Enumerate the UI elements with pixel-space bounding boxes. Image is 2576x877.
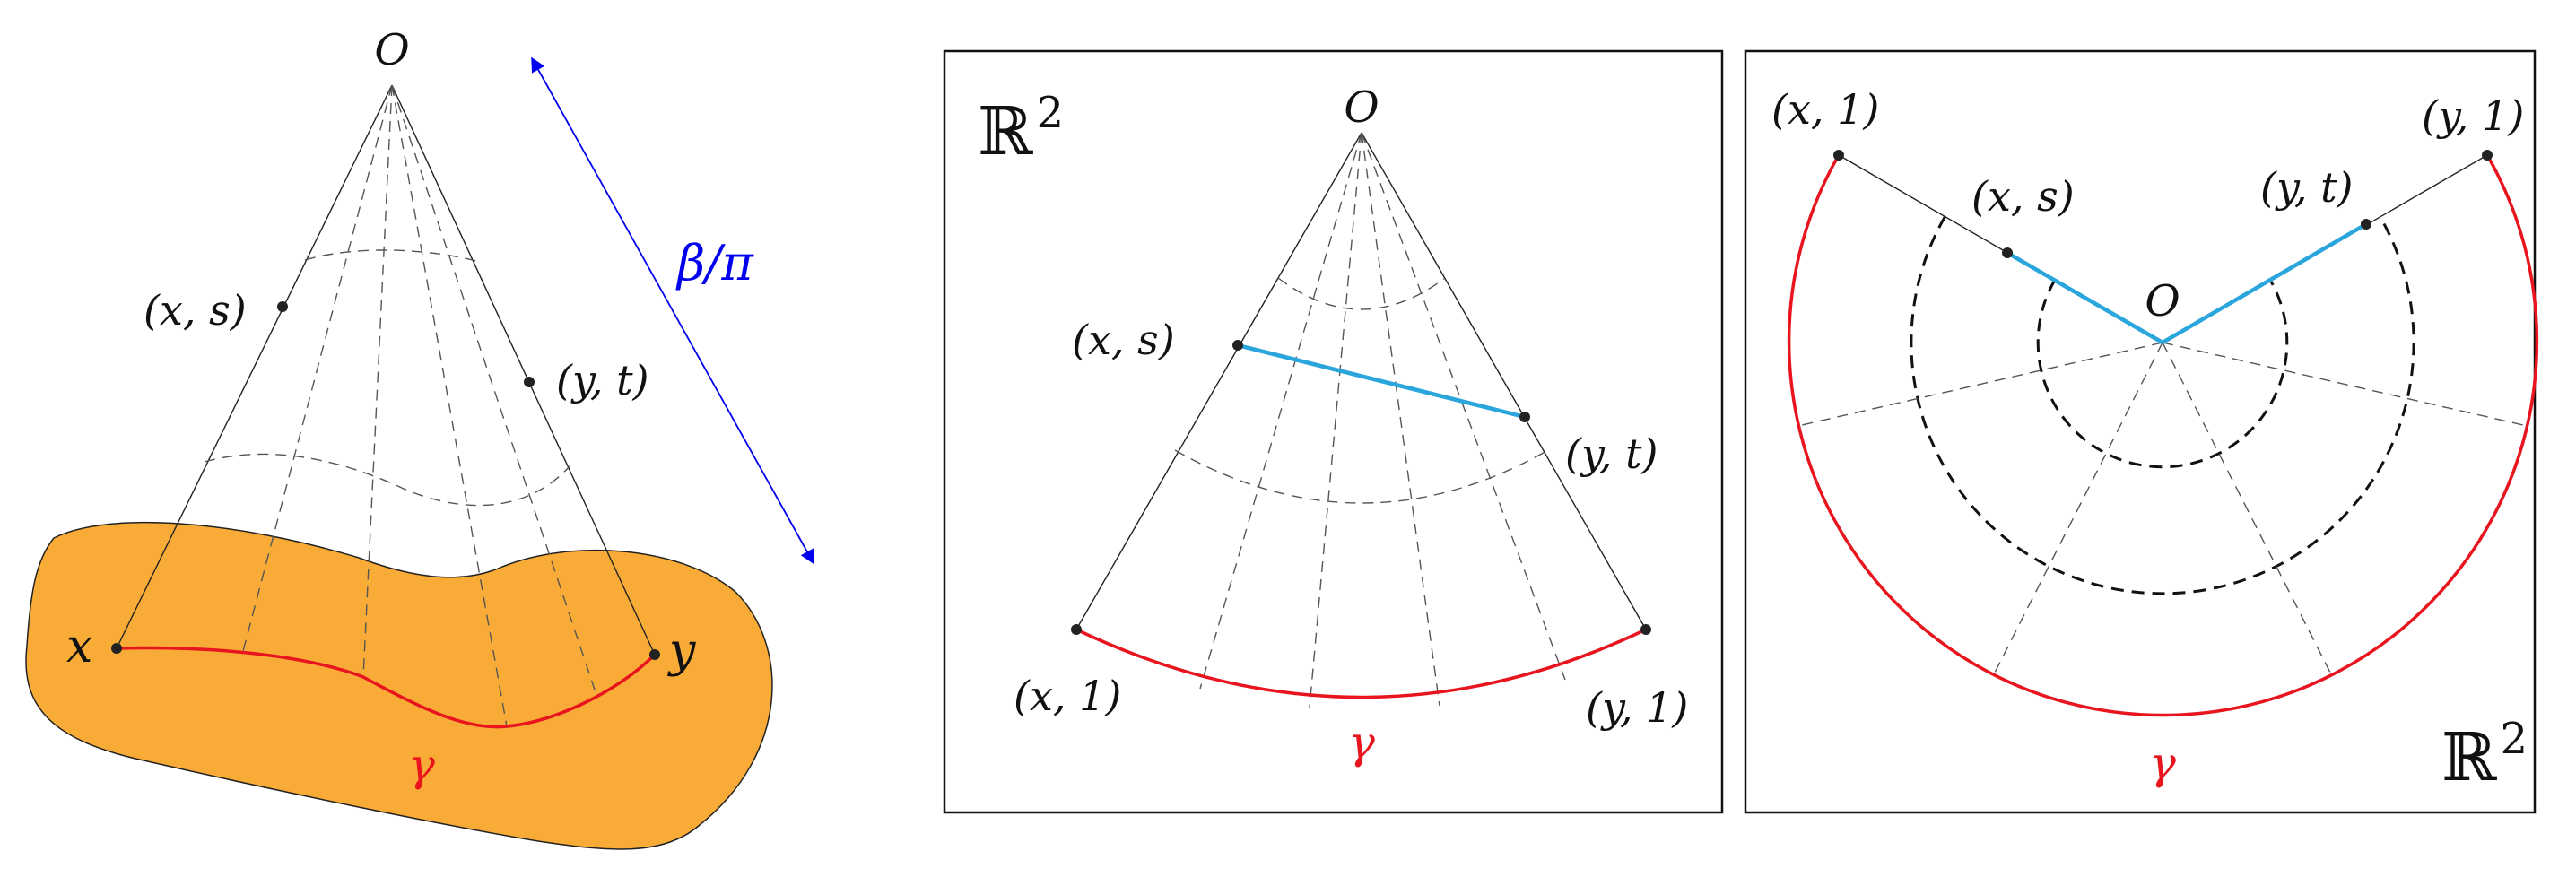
sector-rays [1199, 132, 1566, 708]
point-y1-dot-middle [1640, 624, 1651, 635]
cone-rays [241, 84, 597, 727]
height-label: β/π [675, 235, 754, 291]
arc-inner-right [2036, 279, 2289, 469]
space-label-right: ℝ2 [2441, 714, 2528, 796]
point-x-dot [111, 643, 122, 654]
point-xs-label-right: (x, s) [1971, 172, 2075, 221]
point-yt-dot-right [2361, 219, 2371, 230]
point-x1-dot-right [1833, 150, 1844, 161]
right-panel: O (x, 1) (x, s) (y, t) (y, 1) γ ℝ2 [1744, 49, 2539, 814]
arc-outer-right [1910, 216, 2415, 595]
apex-label-left: O [374, 25, 409, 75]
point-xs-dot-middle [1232, 340, 1243, 351]
sector-level-arcs [1174, 277, 1549, 504]
apex-label-right: O [2145, 276, 2180, 326]
point-xs-label-middle: (x, s) [1072, 316, 1175, 364]
point-yt-label-middle: (y, t) [1565, 430, 1658, 478]
point-x1-label-right: (x, 1) [1771, 85, 1879, 134]
point-y-label: y [667, 624, 696, 678]
space-label-middle: ℝ2 [978, 88, 1064, 170]
curve-gamma-left [116, 646, 657, 729]
curve-gamma-middle [1075, 628, 1647, 699]
middle-panel: ℝ2 O (x, s) (y, t) (x, 1) (y, 1) γ [943, 49, 1724, 814]
left-panel: O (x, s) (y, t) x y γ β/π [25, 25, 814, 850]
point-xs-label-left: (x, s) [144, 286, 247, 334]
curve-gamma-right [1787, 154, 2539, 717]
segment-right-y [2161, 222, 2368, 344]
point-y-dot [649, 649, 660, 660]
point-yt-dot-middle [1519, 412, 1530, 422]
sector-edge-left [1075, 132, 1362, 630]
segment-middle [1237, 343, 1526, 420]
curve-gamma-label-middle: γ [1348, 716, 1375, 768]
point-x1-dot-middle [1071, 624, 1082, 635]
point-xs-dot [277, 301, 288, 312]
point-xs-dot-right [2002, 247, 2013, 258]
curve-gamma-label-right: γ [2149, 737, 2176, 789]
cone-edge-left [116, 84, 393, 649]
curve-gamma-label-left: γ [408, 739, 435, 791]
height-arrow [531, 56, 814, 565]
point-yt-label-left: (y, t) [556, 356, 649, 404]
point-yt-dot [524, 377, 535, 387]
sector-rays-right [1801, 342, 2524, 673]
point-yt-label-right: (y, t) [2260, 163, 2354, 212]
surface-region [25, 521, 773, 850]
point-x1-label-middle: (x, 1) [1014, 672, 1121, 720]
apex-label-middle: O [1344, 82, 1379, 133]
sector-edge-right [1361, 132, 1647, 630]
point-y1-label-right: (y, 1) [2422, 91, 2524, 140]
middle-frame [943, 49, 1724, 814]
segment-right-x [2006, 251, 2164, 344]
cone-level-curves [204, 249, 570, 507]
point-y1-dot-right [2482, 150, 2493, 161]
point-y1-label-middle: (y, 1) [1586, 683, 1688, 732]
point-x-label: x [66, 620, 92, 673]
right-frame [1744, 49, 2537, 814]
